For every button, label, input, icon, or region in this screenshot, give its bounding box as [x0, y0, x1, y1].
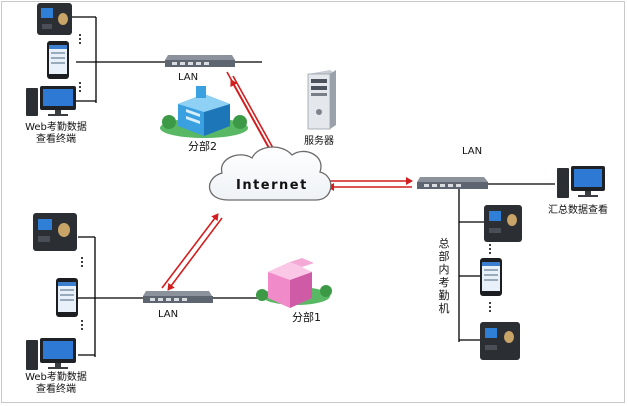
summary-data-label: 汇总数据查看 — [548, 205, 608, 216]
pc-terminal-bottom — [26, 338, 76, 370]
internet-cloud — [208, 146, 332, 201]
branch-1-label: 分部1 — [292, 311, 321, 324]
phone-bottom — [56, 278, 78, 317]
lan-label-headquarters: LAN — [462, 146, 483, 157]
phone-hq — [480, 258, 502, 296]
terminal-label-top: Web考勤数据 查看终端 — [12, 122, 100, 145]
building-branch-1-icon — [256, 258, 332, 308]
switch-headquarters — [417, 177, 488, 189]
pc-terminal-top — [26, 86, 76, 116]
pc-summary — [557, 166, 605, 198]
terminal-label-top-line-1: Web考勤数据 — [25, 122, 87, 133]
lan-label-top: LAN — [178, 72, 199, 83]
attendance-machine-bottom — [33, 213, 77, 251]
phone-top — [47, 41, 69, 79]
connection-lines — [72, 16, 555, 357]
attendance-machine-top — [37, 3, 72, 35]
branch-2-label: 分部2 — [188, 140, 217, 153]
server-label: 服务器 — [304, 136, 334, 147]
attendance-machine-hq-top — [484, 205, 522, 242]
terminal-label-bottom: Web考勤数据 查看终端 — [12, 372, 100, 395]
continuation-dots — [79, 34, 491, 330]
terminal-label-top-line-2: 查看终端 — [36, 133, 76, 145]
hq-attendance-label: 总部内考勤机 — [438, 237, 450, 315]
terminal-label-bottom-line-1: Web考勤数据 — [25, 372, 87, 383]
internet-label: Internet — [236, 178, 308, 193]
building-branch-2-icon — [160, 86, 248, 138]
lan-label-bottom: LAN — [158, 309, 179, 320]
attendance-machine-hq-bottom — [480, 322, 520, 360]
terminal-label-bottom-line-2: 查看终端 — [36, 383, 76, 395]
server-icon — [307, 70, 336, 130]
switch-bottom — [143, 291, 213, 303]
switch-top — [165, 55, 235, 67]
